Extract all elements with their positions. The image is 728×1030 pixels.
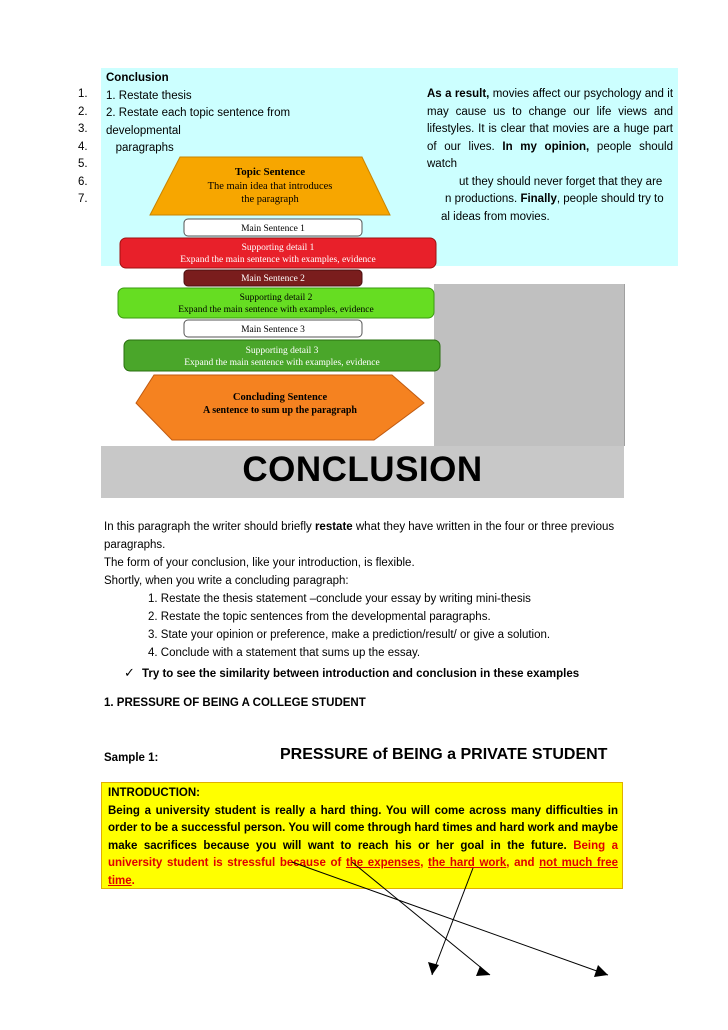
step-item: 2. Restate the topic sentences from the … xyxy=(148,611,491,623)
outline-heading: Conclusion xyxy=(106,72,169,84)
paragraph-structure-diagram: Topic Sentence The main idea that introd… xyxy=(117,156,441,441)
supporting-detail-3-box xyxy=(123,339,441,372)
paragraph-text: movies affect our psychology and it may … xyxy=(427,88,674,153)
main-sentence-1-label: Main Sentence 1 xyxy=(241,224,305,234)
numbered-list-markers: 1. 2. 3. 4. 5. 6. 7. xyxy=(78,86,100,209)
supporting-detail-3-sub: Expand the main sentence with examples, … xyxy=(184,358,379,368)
paragraph-text: people should watch xyxy=(427,140,674,171)
main-sentence-3-box xyxy=(183,319,363,338)
outline-line: 2. Restate each topic sentence from xyxy=(106,107,291,119)
outline-line: developmental xyxy=(106,124,181,137)
arrow-head xyxy=(476,966,490,976)
thesis-statement: Being a university student is stressful … xyxy=(108,839,618,870)
topic-sentence-title: Topic Sentence xyxy=(235,166,305,178)
main-sentence-3-label: Main Sentence 3 xyxy=(241,325,305,335)
paragraph-text: al ideas from movies. xyxy=(441,210,550,223)
arrow-head xyxy=(594,965,608,977)
step-item: 4. Conclude with a statement that sums u… xyxy=(148,647,421,659)
gray-panel xyxy=(434,284,624,446)
list-number: 3. xyxy=(78,123,88,135)
step-item: 1. Restate the thesis statement –conclud… xyxy=(148,593,531,605)
paragraph-text: In this paragraph the writer should brie… xyxy=(104,521,315,533)
outline-line: paragraphs xyxy=(106,142,174,154)
gray-panel-edge xyxy=(624,284,625,446)
conclusion-explanation: In this paragraph the writer should brie… xyxy=(104,518,644,662)
supporting-detail-1-box xyxy=(119,237,437,269)
tip-line: ✓ Try to see the similarity between intro… xyxy=(124,665,644,681)
step-item: 3. State your opinion or preference, mak… xyxy=(148,629,551,641)
paragraph-text: , people should try to xyxy=(556,193,664,205)
paragraph-text: The form of your conclusion, like your i… xyxy=(104,557,415,569)
outline-left-column: Conclusion 1. Restate thesis 2. Restate … xyxy=(106,70,351,158)
concluding-sentence-sub: A sentence to sum up the paragraph xyxy=(203,405,357,416)
phrase-as-a-result: As a result, xyxy=(427,88,490,100)
introduction-label: INTRODUCTION: xyxy=(108,787,200,799)
outline-line: 1. Restate thesis xyxy=(106,89,192,102)
topic-sentence-sub: the paragraph xyxy=(241,194,299,205)
phrase-finally: Finally xyxy=(520,193,557,205)
supporting-detail-2-box xyxy=(117,287,435,319)
keyword-restate: restate xyxy=(314,521,353,533)
list-number: 7. xyxy=(78,193,88,205)
concluding-sentence-title: Concluding Sentence xyxy=(233,392,328,403)
main-sentence-2-box xyxy=(183,269,363,287)
supporting-detail-2-sub: Expand the main sentence with examples, … xyxy=(178,305,373,315)
thesis-separator: , and xyxy=(506,857,540,869)
list-number: 2. xyxy=(78,105,88,118)
supporting-detail-3-title: Supporting detail 3 xyxy=(246,346,319,356)
list-number: 5. xyxy=(78,158,88,170)
sample-title: PRESSURE of BEING a PRIVATE STUDENT xyxy=(280,746,608,763)
thesis-separator: , xyxy=(420,857,429,869)
paragraph-text: ut they should never forget that they ar… xyxy=(459,175,663,188)
topic-sentence-sub: The main idea that introduces xyxy=(208,181,333,192)
list-number: 6. xyxy=(78,175,88,188)
paragraph-text: Being a university student is really a h… xyxy=(108,804,618,852)
section-heading: 1. PRESSURE OF BEING A COLLEGE STUDENT xyxy=(104,697,366,709)
paragraph-text: . xyxy=(563,839,574,852)
supporting-detail-1-title: Supporting detail 1 xyxy=(242,243,315,253)
list-number: 1. xyxy=(78,88,88,100)
checkmark-icon: ✓ xyxy=(124,665,135,680)
conclusion-heading: CONCLUSION xyxy=(242,450,483,489)
sample-label: Sample 1: xyxy=(104,752,159,764)
topic-sentence-shape xyxy=(149,156,391,216)
main-sentence-1-box xyxy=(183,218,363,237)
paragraph-text: Shortly, when you write a concluding par… xyxy=(104,575,349,587)
concluding-sentence-shape xyxy=(135,374,425,441)
introduction-text: INTRODUCTION: Being a university student… xyxy=(108,785,618,890)
thesis-point-hard-work: the hard work xyxy=(428,857,507,869)
supporting-detail-2-title: Supporting detail 2 xyxy=(240,293,313,303)
tip-text: Try to see the similarity between introd… xyxy=(142,668,580,680)
conclusion-heading-bar xyxy=(101,446,624,498)
thesis-point-expenses: the expenses xyxy=(345,857,421,869)
supporting-detail-1-sub: Expand the main sentence with examples, … xyxy=(180,255,375,265)
paragraph-text: what they have written in the four or th… xyxy=(104,521,615,551)
arrow-head xyxy=(428,962,439,975)
outline-right-column: As a result, movies affect our psycholog… xyxy=(381,86,673,226)
phrase-in-my-opinion: In my opinion, xyxy=(502,140,590,153)
list-number: 4. xyxy=(78,140,88,153)
paragraph-text: n productions. xyxy=(445,193,521,205)
main-sentence-2-label: Main Sentence 2 xyxy=(241,274,305,284)
thesis-end: . xyxy=(131,874,135,887)
